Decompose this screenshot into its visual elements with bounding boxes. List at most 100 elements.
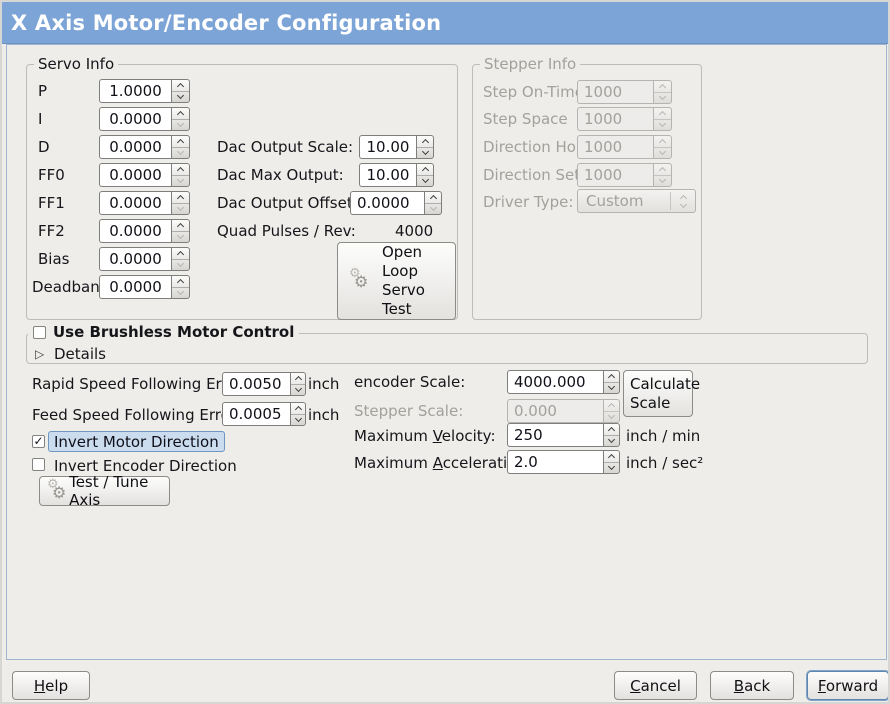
max-velocity-spinbox[interactable]: 250 xyxy=(507,423,620,447)
step-space-spinbox: 1000 xyxy=(577,107,672,131)
dac-output-scale-label: Dac Output Scale: xyxy=(217,138,354,156)
spin-down-icon[interactable] xyxy=(172,92,189,103)
spin-up-icon[interactable] xyxy=(604,424,619,436)
spin-down-icon[interactable] xyxy=(604,436,619,447)
rapid-ferror-spinner[interactable] xyxy=(290,372,306,396)
deadband-input[interactable]: 0.0000 xyxy=(99,275,171,299)
ff0-spinbox[interactable]: 0.0000 xyxy=(99,163,190,187)
driver-type-value: Custom xyxy=(586,192,644,210)
feed-ferror-input[interactable]: 0.0005 xyxy=(222,402,290,426)
dac-max-output-input[interactable]: 10.00 xyxy=(359,163,416,187)
dac-output-offset-spinbox[interactable]: 0.0000 xyxy=(350,191,442,215)
encoder-scale-spinner[interactable] xyxy=(603,370,620,394)
spin-up-icon[interactable] xyxy=(604,371,619,383)
spin-up-icon[interactable] xyxy=(172,276,189,288)
max-velocity-spinner[interactable] xyxy=(603,423,620,447)
spin-down-icon[interactable] xyxy=(172,148,189,159)
spin-up-icon[interactable] xyxy=(172,164,189,176)
p-input[interactable]: 1.0000 xyxy=(99,79,171,103)
ff2-spinbox[interactable]: 0.0000 xyxy=(99,219,190,243)
ff1-input[interactable]: 0.0000 xyxy=(99,191,171,215)
spin-down-icon[interactable] xyxy=(291,415,305,426)
dac-output-scale-spinbox[interactable]: 10.00 xyxy=(359,135,434,159)
dac-output-offset-input[interactable]: 0.0000 xyxy=(350,191,424,215)
d-spinbox[interactable]: 0.0000 xyxy=(99,135,190,159)
spin-up-icon[interactable] xyxy=(172,220,189,232)
spin-up-icon[interactable] xyxy=(172,108,189,120)
dac-max-output-spinbox[interactable]: 10.00 xyxy=(359,163,434,187)
ff0-input[interactable]: 0.0000 xyxy=(99,163,171,187)
spin-up-icon[interactable] xyxy=(604,451,619,463)
ff2-input[interactable]: 0.0000 xyxy=(99,219,171,243)
spin-down-icon[interactable] xyxy=(425,204,441,215)
d-input[interactable]: 0.0000 xyxy=(99,135,171,159)
spin-down-icon[interactable] xyxy=(172,260,189,271)
feed-ferror-spinbox[interactable]: 0.0005 xyxy=(222,402,306,426)
p-spinbox[interactable]: 1.0000 xyxy=(99,79,190,103)
invert-encoder-checkbox[interactable] xyxy=(32,458,45,471)
invert-motor-checkbox[interactable]: ✓ xyxy=(32,435,45,448)
max-acceleration-spinbox[interactable]: 2.0 xyxy=(507,450,620,474)
deadband-spinbox[interactable]: 0.0000 xyxy=(99,275,190,299)
rapid-ferror-spinbox[interactable]: 0.0050 xyxy=(222,372,306,396)
ff0-spinner[interactable] xyxy=(171,163,190,187)
spin-down-icon[interactable] xyxy=(604,463,619,474)
i-spinbox[interactable]: 0.0000 xyxy=(99,107,190,131)
dac-output-scale-input[interactable]: 10.00 xyxy=(359,135,416,159)
help-button[interactable]: Help xyxy=(12,671,90,700)
spin-down-icon[interactable] xyxy=(417,176,433,187)
p-spinner[interactable] xyxy=(171,79,190,103)
cancel-button[interactable]: Cancel xyxy=(614,671,697,700)
spin-up-icon xyxy=(654,164,671,176)
max-velocity-unit: inch / min xyxy=(626,427,701,445)
spin-up-icon[interactable] xyxy=(425,192,441,204)
bias-input[interactable]: 0.0000 xyxy=(99,247,171,271)
spin-up-icon[interactable] xyxy=(291,373,305,385)
invert-motor-label[interactable]: Invert Motor Direction xyxy=(48,431,225,452)
bias-spinbox[interactable]: 0.0000 xyxy=(99,247,190,271)
deadband-spinner[interactable] xyxy=(171,275,190,299)
open-loop-servo-test-button[interactable]: Open Loop Servo Test xyxy=(337,242,456,320)
back-button[interactable]: Back xyxy=(710,671,794,700)
dac-output-offset-spinner[interactable] xyxy=(424,191,442,215)
spin-up-icon[interactable] xyxy=(417,164,433,176)
feed-ferror-spinner[interactable] xyxy=(290,402,306,426)
spin-up-icon[interactable] xyxy=(417,136,433,148)
spin-down-icon[interactable] xyxy=(172,176,189,187)
d-label: D xyxy=(38,138,50,156)
invert-encoder-label[interactable]: Invert Encoder Direction xyxy=(54,457,237,475)
dac-max-output-spinner[interactable] xyxy=(416,163,434,187)
spin-up-icon[interactable] xyxy=(172,248,189,260)
spin-down-icon[interactable] xyxy=(172,120,189,131)
test-tune-axis-button[interactable]: Test / Tune Axis xyxy=(39,473,170,509)
spin-up-icon[interactable] xyxy=(172,136,189,148)
spin-up-icon[interactable] xyxy=(172,192,189,204)
ff1-spinbox[interactable]: 0.0000 xyxy=(99,191,190,215)
rapid-ferror-input[interactable]: 0.0050 xyxy=(222,372,290,396)
ff2-spinner[interactable] xyxy=(171,219,190,243)
encoder-scale-input[interactable]: 4000.000 xyxy=(507,370,603,394)
details-expander-label[interactable]: Details xyxy=(54,345,107,363)
d-spinner[interactable] xyxy=(171,135,190,159)
max-velocity-input[interactable]: 250 xyxy=(507,423,603,447)
forward-button[interactable]: Forward xyxy=(807,671,888,700)
spin-up-icon[interactable] xyxy=(291,403,305,415)
ff1-spinner[interactable] xyxy=(171,191,190,215)
spin-down-icon[interactable] xyxy=(417,148,433,159)
dac-output-scale-spinner[interactable] xyxy=(416,135,434,159)
calculate-scale-button[interactable]: Calculate Scale xyxy=(623,370,700,417)
max-acceleration-input[interactable]: 2.0 xyxy=(507,450,603,474)
encoder-scale-spinbox[interactable]: 4000.000 xyxy=(507,370,620,394)
spin-down-icon[interactable] xyxy=(172,288,189,299)
use-brushless-checkbox[interactable] xyxy=(33,325,46,339)
spin-down-icon[interactable] xyxy=(604,383,619,394)
spin-down-icon[interactable] xyxy=(291,385,305,396)
expander-arrow-icon[interactable]: ▷ xyxy=(35,347,45,361)
max-acceleration-spinner[interactable] xyxy=(603,450,620,474)
i-spinner[interactable] xyxy=(171,107,190,131)
i-input[interactable]: 0.0000 xyxy=(99,107,171,131)
spin-up-icon[interactable] xyxy=(172,80,189,92)
spin-down-icon[interactable] xyxy=(172,232,189,243)
bias-spinner[interactable] xyxy=(171,247,190,271)
spin-down-icon[interactable] xyxy=(172,204,189,215)
